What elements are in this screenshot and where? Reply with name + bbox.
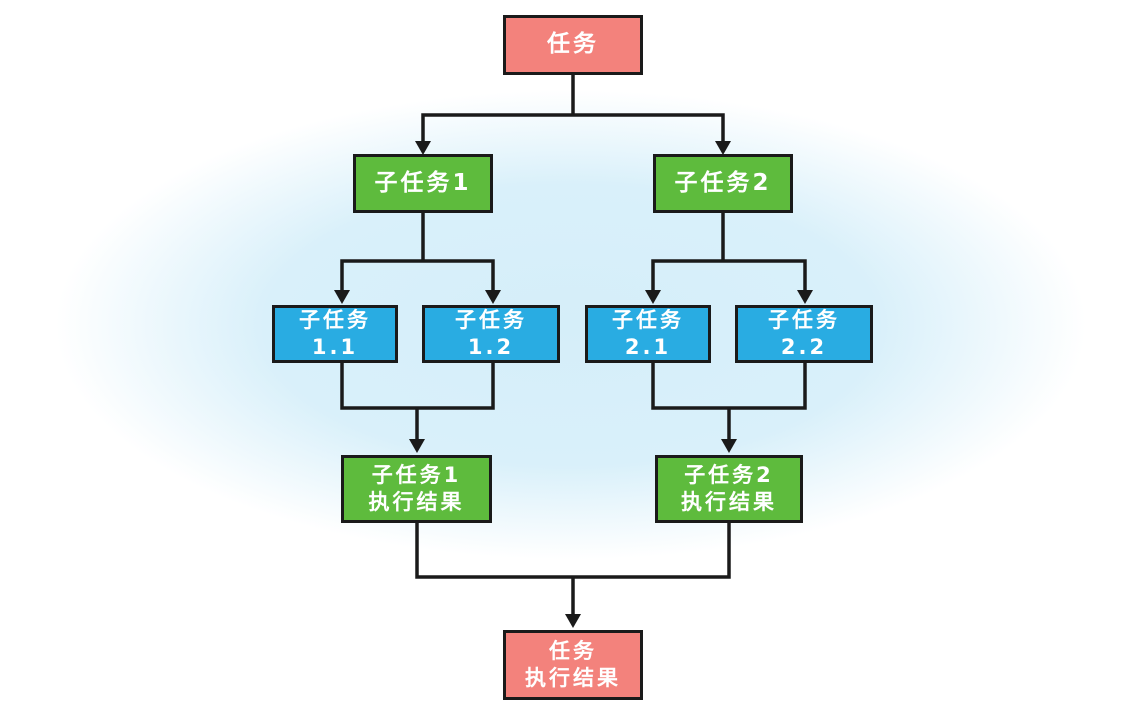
arrowhead xyxy=(409,439,425,453)
node-subtask-1: 子任务1 xyxy=(353,154,493,213)
arrowhead xyxy=(645,290,661,304)
node-subtask-2: 子任务2 xyxy=(653,154,793,213)
node-subtask-1-2: 子任务 1.2 xyxy=(422,305,560,363)
edge-subtask1-to-leaves xyxy=(334,211,501,304)
arrowhead xyxy=(715,141,731,155)
edge-subtask2-to-leaves xyxy=(645,211,813,304)
edge-leaves-to-result1 xyxy=(340,361,495,453)
arrowhead xyxy=(415,141,431,155)
node-task: 任务 xyxy=(503,15,643,75)
arrowhead xyxy=(485,290,501,304)
edge-task-to-subtasks xyxy=(415,73,731,155)
arrowhead xyxy=(334,290,350,304)
edge-leaves-to-result2 xyxy=(651,361,807,453)
node-task-result: 任务 执行结果 xyxy=(503,630,643,700)
arrowhead xyxy=(721,439,737,453)
arrowhead xyxy=(797,290,813,304)
node-subtask-1-1: 子任务 1.1 xyxy=(272,305,398,363)
edge-results-to-task-result xyxy=(415,521,731,628)
arrowhead xyxy=(565,614,581,628)
node-subtask-1-result: 子任务1 执行结果 xyxy=(341,455,492,523)
node-subtask-2-1: 子任务 2.1 xyxy=(585,305,711,363)
node-subtask-2-2: 子任务 2.2 xyxy=(735,305,873,363)
node-subtask-2-result: 子任务2 执行结果 xyxy=(655,455,803,523)
